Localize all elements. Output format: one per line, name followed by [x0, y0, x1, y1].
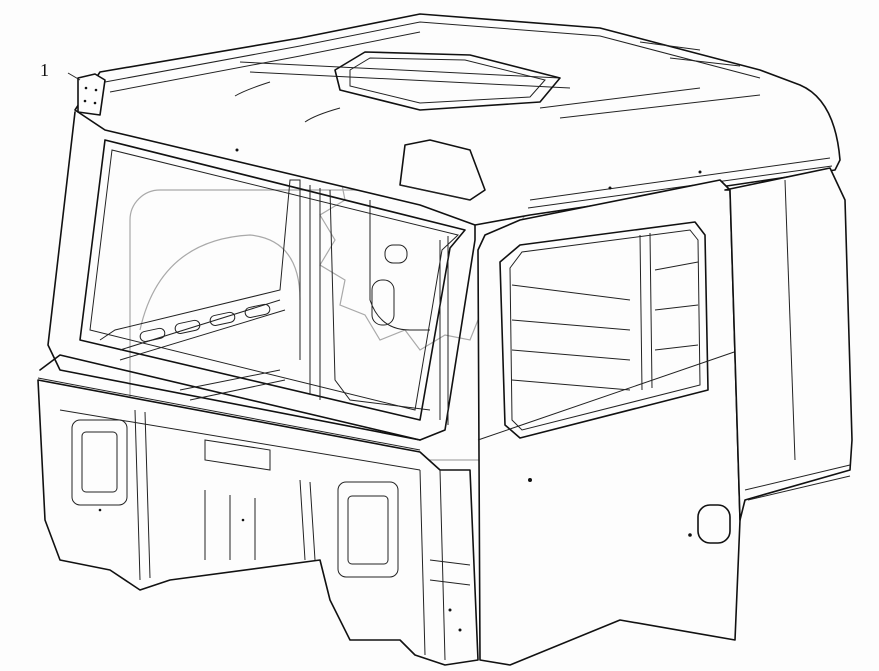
left-roof-bracket: [77, 73, 106, 116]
callout-label-1: 1: [40, 60, 49, 80]
callout-leader-line: [67, 72, 81, 81]
rear-side-panel: [724, 167, 853, 521]
cab-interior: [99, 179, 449, 425]
front-lower-panel: [37, 379, 479, 666]
side-door: [477, 179, 741, 666]
roof-panel: [74, 13, 841, 226]
center-roof-bracket: [399, 139, 486, 201]
